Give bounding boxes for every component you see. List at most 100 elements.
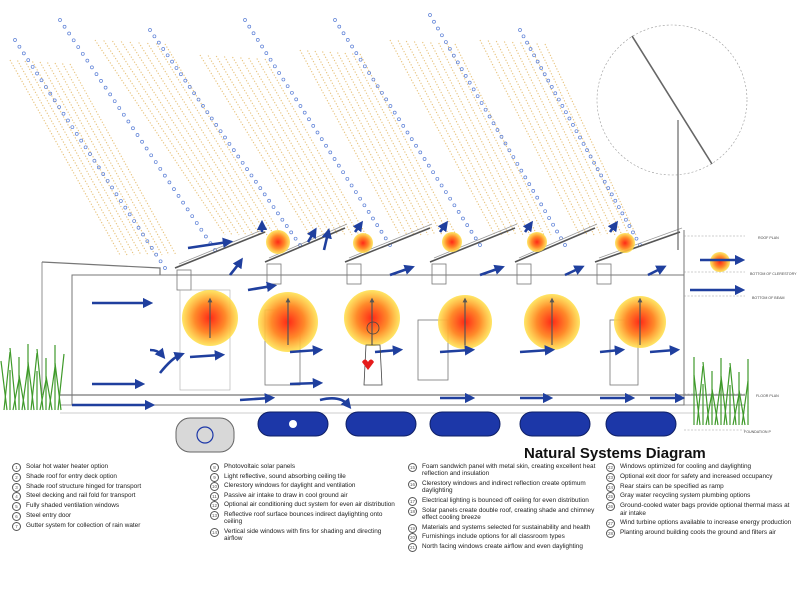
sun-ray — [307, 50, 408, 236]
air-circle — [187, 85, 192, 89]
air-circle — [451, 53, 456, 58]
roof-panel — [344, 227, 431, 263]
air-circle — [85, 58, 90, 63]
water-bag-valve — [289, 420, 297, 428]
air-circle — [149, 246, 154, 250]
air-circle — [293, 236, 298, 241]
air-circle — [144, 146, 149, 151]
sun-ray — [39, 61, 149, 256]
air-circle — [30, 64, 35, 69]
air-circle — [436, 26, 440, 31]
air-circle — [349, 183, 354, 188]
sun-ray — [389, 39, 496, 236]
air-circle — [452, 203, 457, 208]
grass-blade — [711, 388, 719, 426]
air-circle — [285, 84, 290, 89]
grass-blade — [0, 360, 8, 411]
air-circle — [341, 31, 346, 36]
airflow-arrow — [439, 345, 476, 356]
air-circle — [609, 192, 614, 197]
air-circle — [132, 219, 136, 223]
air-circle — [473, 236, 478, 241]
grass-blade — [696, 365, 704, 426]
sun-ray — [120, 41, 247, 236]
side-window — [417, 319, 449, 381]
sun-ray — [164, 43, 282, 236]
air-circle — [578, 135, 582, 140]
air-circle — [592, 160, 596, 165]
grass-blade — [30, 352, 38, 411]
air-circle — [271, 205, 276, 209]
air-circle — [366, 210, 371, 214]
air-circle — [101, 172, 106, 176]
air-circle — [440, 33, 444, 38]
air-circle — [328, 150, 333, 155]
air-circle — [284, 224, 289, 228]
sun-ray — [199, 54, 311, 236]
airflow-arrow — [519, 345, 556, 356]
air-circle — [571, 123, 575, 127]
air-circle — [307, 117, 311, 122]
sun-ray — [299, 49, 401, 236]
sun-ray — [422, 41, 524, 236]
turbine-sweep — [596, 24, 748, 176]
air-circle — [153, 160, 158, 164]
air-circle — [39, 78, 44, 83]
air-circle — [311, 124, 316, 128]
air-circle — [463, 74, 468, 78]
air-circle — [556, 97, 561, 102]
air-circle — [354, 51, 359, 55]
grass-blade — [18, 374, 26, 411]
airflow-arrow — [239, 393, 276, 404]
sun-ray — [138, 42, 261, 236]
air-circle — [384, 97, 389, 102]
air-circle — [112, 99, 117, 104]
air-circle — [123, 205, 128, 210]
sun-ray — [337, 52, 436, 236]
air-circle — [532, 53, 536, 58]
air-circle — [483, 107, 488, 112]
air-circle — [358, 196, 362, 201]
air-circle — [345, 176, 350, 181]
airflow-arrows — [72, 219, 746, 411]
air-circle — [140, 139, 144, 144]
sun-ray — [54, 62, 163, 256]
air-circle — [515, 161, 520, 166]
sun-ray — [103, 40, 233, 236]
airflow-arrow — [389, 264, 415, 277]
natural-systems-diagram — [0, 13, 749, 453]
sun-ray — [397, 40, 503, 236]
grass-blade — [57, 353, 65, 411]
clerestory-window — [516, 263, 532, 285]
grass-blade — [741, 380, 749, 426]
air-circle — [414, 143, 418, 148]
air-circle — [432, 19, 436, 24]
airflow-arrow — [187, 237, 234, 250]
air-circle — [255, 38, 260, 42]
airflow-arrow — [319, 397, 352, 410]
heart-icon — [362, 359, 374, 370]
air-circle — [375, 223, 380, 227]
air-circle — [52, 98, 57, 103]
air-circle — [397, 117, 401, 122]
air-circle — [21, 51, 26, 56]
air-circle — [181, 200, 185, 205]
air-circle — [518, 28, 522, 32]
airflow-arrow — [564, 265, 585, 277]
grass-planting — [0, 344, 749, 426]
air-circle — [290, 90, 294, 95]
air-circle — [240, 160, 245, 165]
air-circle — [161, 47, 166, 51]
roof-panel — [514, 227, 596, 263]
grass-blade — [723, 366, 731, 426]
airflow-arrow — [247, 281, 278, 292]
grass-blade — [738, 389, 746, 426]
air-circle — [523, 175, 528, 180]
